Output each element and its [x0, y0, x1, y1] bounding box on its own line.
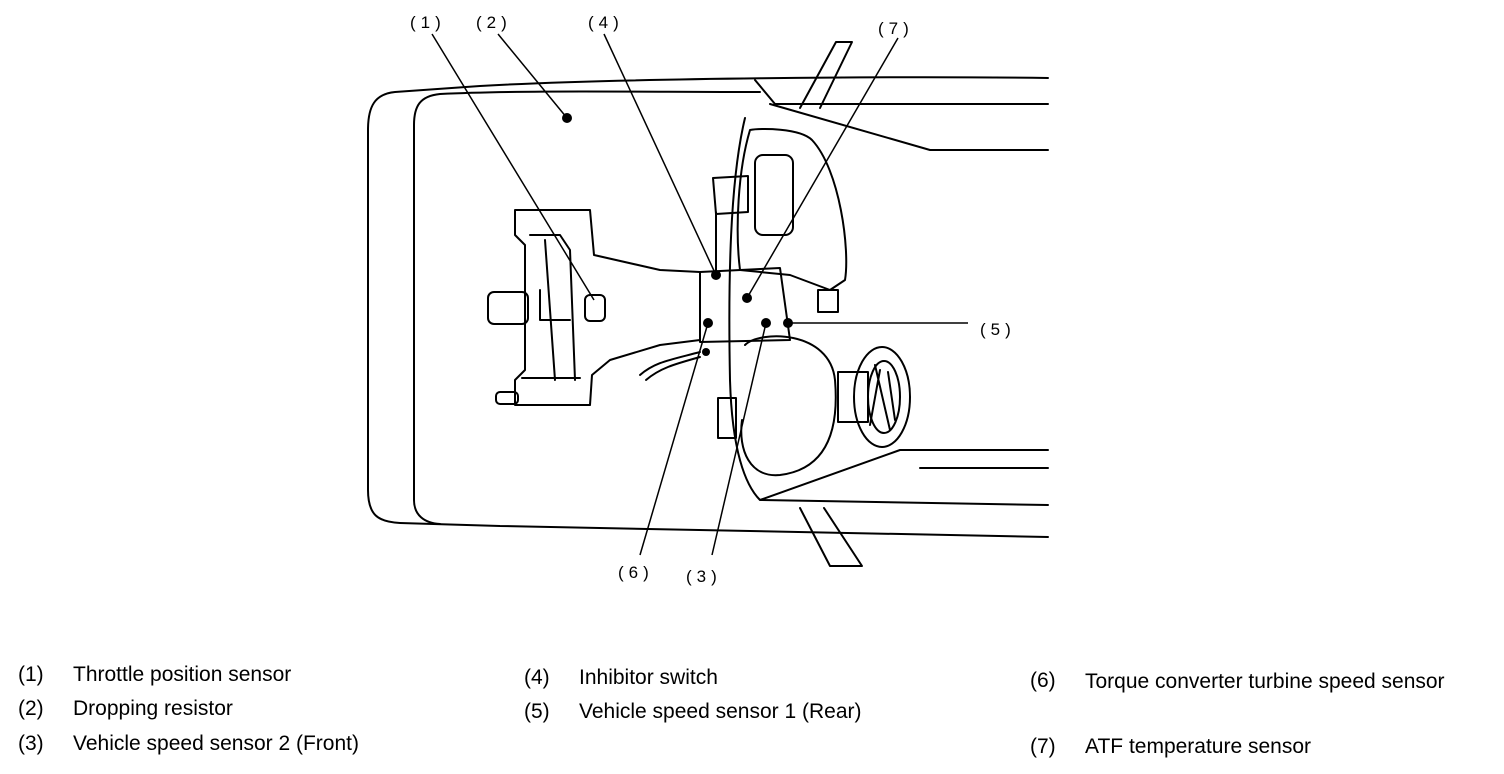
engine-compartment-inner-outline [413, 90, 761, 525]
drive-axle-flange-inner [867, 360, 901, 434]
callout-2: (2) [476, 13, 512, 32]
upper-strut [799, 41, 853, 109]
legend-label: Inhibitor switch [579, 666, 718, 689]
legend-number: (3) [18, 732, 44, 755]
transmission-case-window [754, 154, 794, 236]
leader-line-6 [639, 322, 709, 556]
legend-label: Vehicle speed sensor 1 (Rear) [579, 700, 862, 723]
throttle-position-sensor-body [584, 294, 606, 322]
legend-number: (1) [18, 663, 44, 686]
front-fender-lines [728, 79, 1049, 506]
leader-line-4 [603, 33, 717, 276]
throttle-lever-stub [495, 391, 519, 405]
transmission-case [736, 128, 848, 291]
leader-line-7 [746, 37, 899, 299]
legend-number: (2) [18, 697, 44, 720]
legend-item-6: (6) Torque converter turbine speed senso… [1030, 669, 1470, 727]
callout-1: (1) [410, 13, 446, 32]
harness-line-2 [645, 356, 701, 381]
callout-5: (5) [980, 320, 1016, 339]
legend-number: (7) [1030, 735, 1056, 758]
harness-line [639, 351, 701, 376]
callout-3: (3) [686, 567, 722, 586]
callout-4: (4) [588, 13, 624, 32]
transmission-housing [699, 175, 791, 343]
callout-6: (6) [618, 563, 654, 582]
legend-label: Throttle position sensor [73, 663, 292, 686]
legend-label: Torque converter turbine speed sensor [1085, 670, 1445, 693]
legend-label: ATF temperature sensor [1085, 735, 1312, 758]
throttle-housing-left [487, 291, 529, 325]
side-bracket [817, 289, 839, 313]
leader-line-2 [497, 33, 568, 119]
legend-number: (4) [524, 666, 550, 689]
throttle-body-assembly [514, 209, 701, 406]
dot-lower-harness [702, 348, 710, 356]
legend-label: Vehicle speed sensor 2 (Front) [73, 732, 359, 755]
engine-compartment-outline [367, 76, 1049, 538]
legend-label: Dropping resistor [73, 697, 233, 720]
leader-line-3 [711, 322, 767, 556]
callout-7: (7) [878, 19, 914, 38]
drive-axle-marks [869, 364, 896, 431]
lower-strut [799, 507, 863, 567]
differential-housing [740, 335, 837, 477]
drive-axle-flange [853, 346, 911, 448]
throttle-linkage [521, 234, 581, 381]
legend-number: (5) [524, 700, 550, 723]
leader-line-1 [431, 33, 595, 301]
legend-number: (6) [1030, 669, 1056, 692]
lower-bracket [717, 397, 737, 439]
